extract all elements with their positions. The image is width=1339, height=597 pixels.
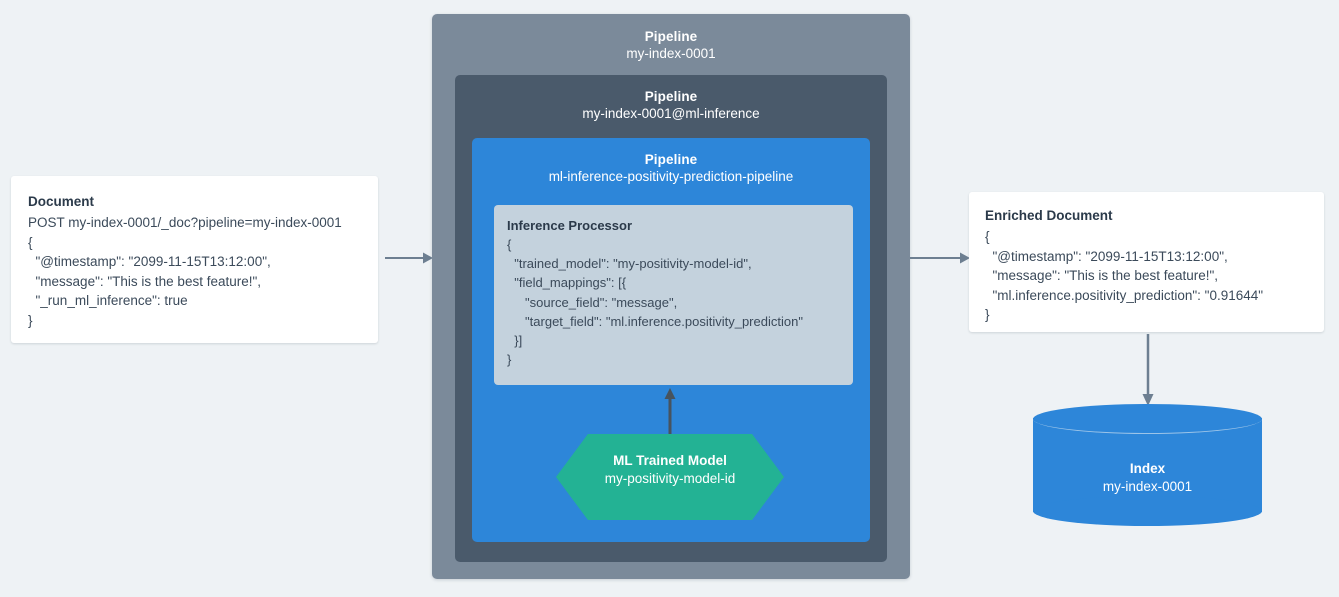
inference-processor-line-2: "field_mappings": [{ bbox=[507, 275, 627, 291]
pipeline-inner-label: Pipeline bbox=[644, 152, 698, 167]
arrow-document-to-pipeline-icon bbox=[385, 252, 433, 264]
pipeline-middle-name: my-index-0001@ml-inference bbox=[582, 106, 760, 121]
index-cylinder-label: Index my-index-0001 bbox=[1033, 460, 1262, 496]
pipeline-outer-name: my-index-0001 bbox=[626, 46, 716, 61]
enriched-document-card: Enriched Document { "@timestamp": "2099-… bbox=[969, 192, 1324, 332]
document-card: Document POST my-index-0001/_doc?pipelin… bbox=[11, 176, 378, 343]
enriched-document-title: Enriched Document bbox=[985, 208, 1113, 223]
document-card-title: Document bbox=[28, 194, 95, 209]
inference-processor-title: Inference Processor bbox=[507, 218, 633, 233]
arrow-enriched-document-to-index-icon bbox=[1142, 334, 1154, 406]
enriched-document-line-2: "message": "This is the best feature!", bbox=[985, 268, 1219, 283]
index-title: Index bbox=[1129, 461, 1166, 476]
ml-trained-model-title: ML Trained Model bbox=[613, 453, 727, 468]
document-line-2: "@timestamp": "2099-11-15T13:12:00", bbox=[28, 254, 271, 269]
inference-processor-line-5: }] bbox=[507, 333, 523, 349]
enriched-document-line-0: { bbox=[985, 229, 990, 244]
arrow-ml-model-to-inference-processor-icon bbox=[664, 388, 676, 436]
inference-processor-line-0: { bbox=[507, 237, 512, 252]
enriched-document-line-3: "ml.inference.positivity_prediction": "0… bbox=[985, 287, 1264, 303]
document-line-5: } bbox=[28, 312, 33, 328]
inference-processor-box: Inference Processor { "trained_model": "… bbox=[494, 205, 853, 385]
document-line-0: POST my-index-0001/_doc?pipeline=my-inde… bbox=[28, 215, 342, 230]
inference-processor-line-4: "target_field": "ml.inference.positivity… bbox=[507, 313, 803, 329]
enriched-document-line-4: } bbox=[985, 307, 990, 322]
ml-trained-model-hexagon: ML Trained Model my-positivity-model-id bbox=[556, 434, 784, 520]
enriched-document-line-1: "@timestamp": "2099-11-15T13:12:00", bbox=[985, 248, 1228, 264]
index-cylinder-bottom-ellipse bbox=[1033, 496, 1262, 526]
document-line-1: { bbox=[28, 234, 33, 250]
pipeline-outer-label: Pipeline bbox=[644, 29, 698, 44]
index-name: my-index-0001 bbox=[1102, 479, 1193, 494]
index-cylinder-top-ellipse bbox=[1033, 404, 1262, 434]
ml-trained-model-name: my-positivity-model-id bbox=[604, 471, 736, 486]
document-line-3: "message": "This is the best feature!", bbox=[28, 273, 262, 289]
arrow-pipeline-to-enriched-document-icon bbox=[910, 252, 970, 264]
index-cylinder: Index my-index-0001 bbox=[1033, 404, 1262, 526]
pipeline-middle-label: Pipeline bbox=[644, 89, 698, 104]
document-line-4: "_run_ml_inference": true bbox=[28, 293, 188, 308]
inference-processor-line-3: "source_field": "message", bbox=[507, 294, 678, 310]
inference-processor-line-1: "trained_model": "my-positivity-model-id… bbox=[507, 256, 752, 272]
pipeline-inner-name: ml-inference-positivity-prediction-pipel… bbox=[548, 169, 794, 184]
inference-processor-line-6: } bbox=[507, 352, 512, 368]
